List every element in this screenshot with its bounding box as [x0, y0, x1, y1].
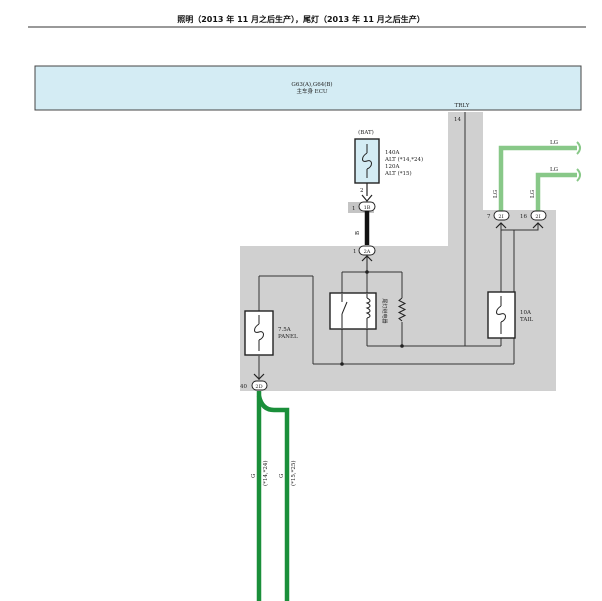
connector-1b-id: 1B: [364, 205, 371, 211]
fuse-tail-name: TAIL: [520, 317, 534, 323]
wire-g-2: [256, 395, 290, 601]
fuse-bat: (BAT) 140A ALT (*14,*24) 120A ALT (*15): [354, 129, 423, 184]
fuse-panel-rating: 7.5A: [278, 327, 292, 333]
fuse-bat-source: (BAT): [358, 129, 374, 136]
wire-g-label-2: G: [279, 474, 285, 478]
fuse-tail-rating: 10A: [520, 310, 532, 316]
wire-lg-label-1: LG: [550, 140, 558, 146]
connector-2a-pin: 1: [353, 249, 357, 255]
fuse-bat-name-2: ALT (*15): [384, 170, 412, 177]
connector-2d-id: 2D: [255, 384, 262, 390]
fuse-panel: 7.5A PANEL: [244, 310, 298, 356]
relay-resistor: [397, 297, 407, 322]
connector-2i-a: 7 2I: [487, 210, 510, 221]
connector-1b: 1 1B: [352, 201, 376, 212]
connector-2a: 1 2A: [353, 245, 376, 256]
fuse-panel-name: PANEL: [278, 334, 298, 340]
connector-2d-pin: 40: [240, 384, 247, 390]
fuse-bat-rating-1: 140A: [385, 150, 400, 156]
wire-lg-2: [535, 172, 577, 211]
wire-bat-pin: 2: [360, 188, 364, 194]
ecu-box: G63(A),G64(B) 主车身 ECU TRLY: [34, 65, 582, 111]
wire-lg-label-4: LG: [530, 190, 536, 198]
junction-block-shade: [240, 112, 556, 391]
connector-2i-b-pin: 16: [520, 214, 527, 220]
junction-dot-1: [365, 270, 369, 274]
wire-g-note-1: (*14,*24): [262, 460, 269, 486]
connector-2a-id: 2A: [364, 249, 371, 255]
wire-lg-label-3: LG: [493, 190, 499, 198]
connector-2i-b-id: 2I: [535, 214, 540, 220]
junction-dot-2: [400, 344, 404, 348]
internal-wiring: [258, 112, 515, 380]
fuse-tail: 10A TAIL: [487, 291, 534, 339]
ecu-pin-name: TRLY: [455, 103, 470, 109]
arrow-up-2a: [361, 255, 373, 262]
connector-2i-a-id: 2I: [498, 214, 503, 220]
wire-g-label-1: G: [251, 474, 257, 478]
arrow-down-2d: [253, 373, 265, 380]
connector-2d: 40 2D: [240, 380, 268, 391]
tail-relay: 尾灯继电器: [329, 292, 388, 330]
connector-2i-a-pin: 7: [487, 214, 491, 220]
wire-bat-color: B: [355, 231, 361, 235]
wire-lg-break: [576, 141, 581, 182]
ecu-name: 主车身 ECU: [296, 87, 327, 95]
fuse-bat-name-1: ALT (*14,*24): [384, 156, 423, 163]
wire-2i-b: [514, 224, 539, 231]
relay-label: 尾灯继电器: [381, 298, 388, 323]
connector-2i-b: 16 2I: [520, 210, 547, 221]
wire-g-note-2: (*15,*25): [290, 460, 297, 486]
junction-dot-3: [340, 362, 344, 366]
connector-1b-pin: 1: [352, 206, 356, 212]
arrow-down-1: [361, 194, 373, 202]
page-title: 照明（2013 年 11 月之后生产），尾灯（2013 年 11 月之后生产）: [177, 14, 425, 24]
arrow-up-2i-a: [495, 222, 507, 229]
ecu-connector-label: G63(A),G64(B): [291, 81, 332, 88]
wire-lg-label-2: LG: [550, 167, 558, 173]
ecu-pin-number: 14: [454, 117, 461, 123]
fuse-bat-rating-2: 120A: [385, 164, 400, 170]
arrow-up-2i-b: [532, 222, 544, 229]
wire-lg-1: [498, 145, 577, 211]
